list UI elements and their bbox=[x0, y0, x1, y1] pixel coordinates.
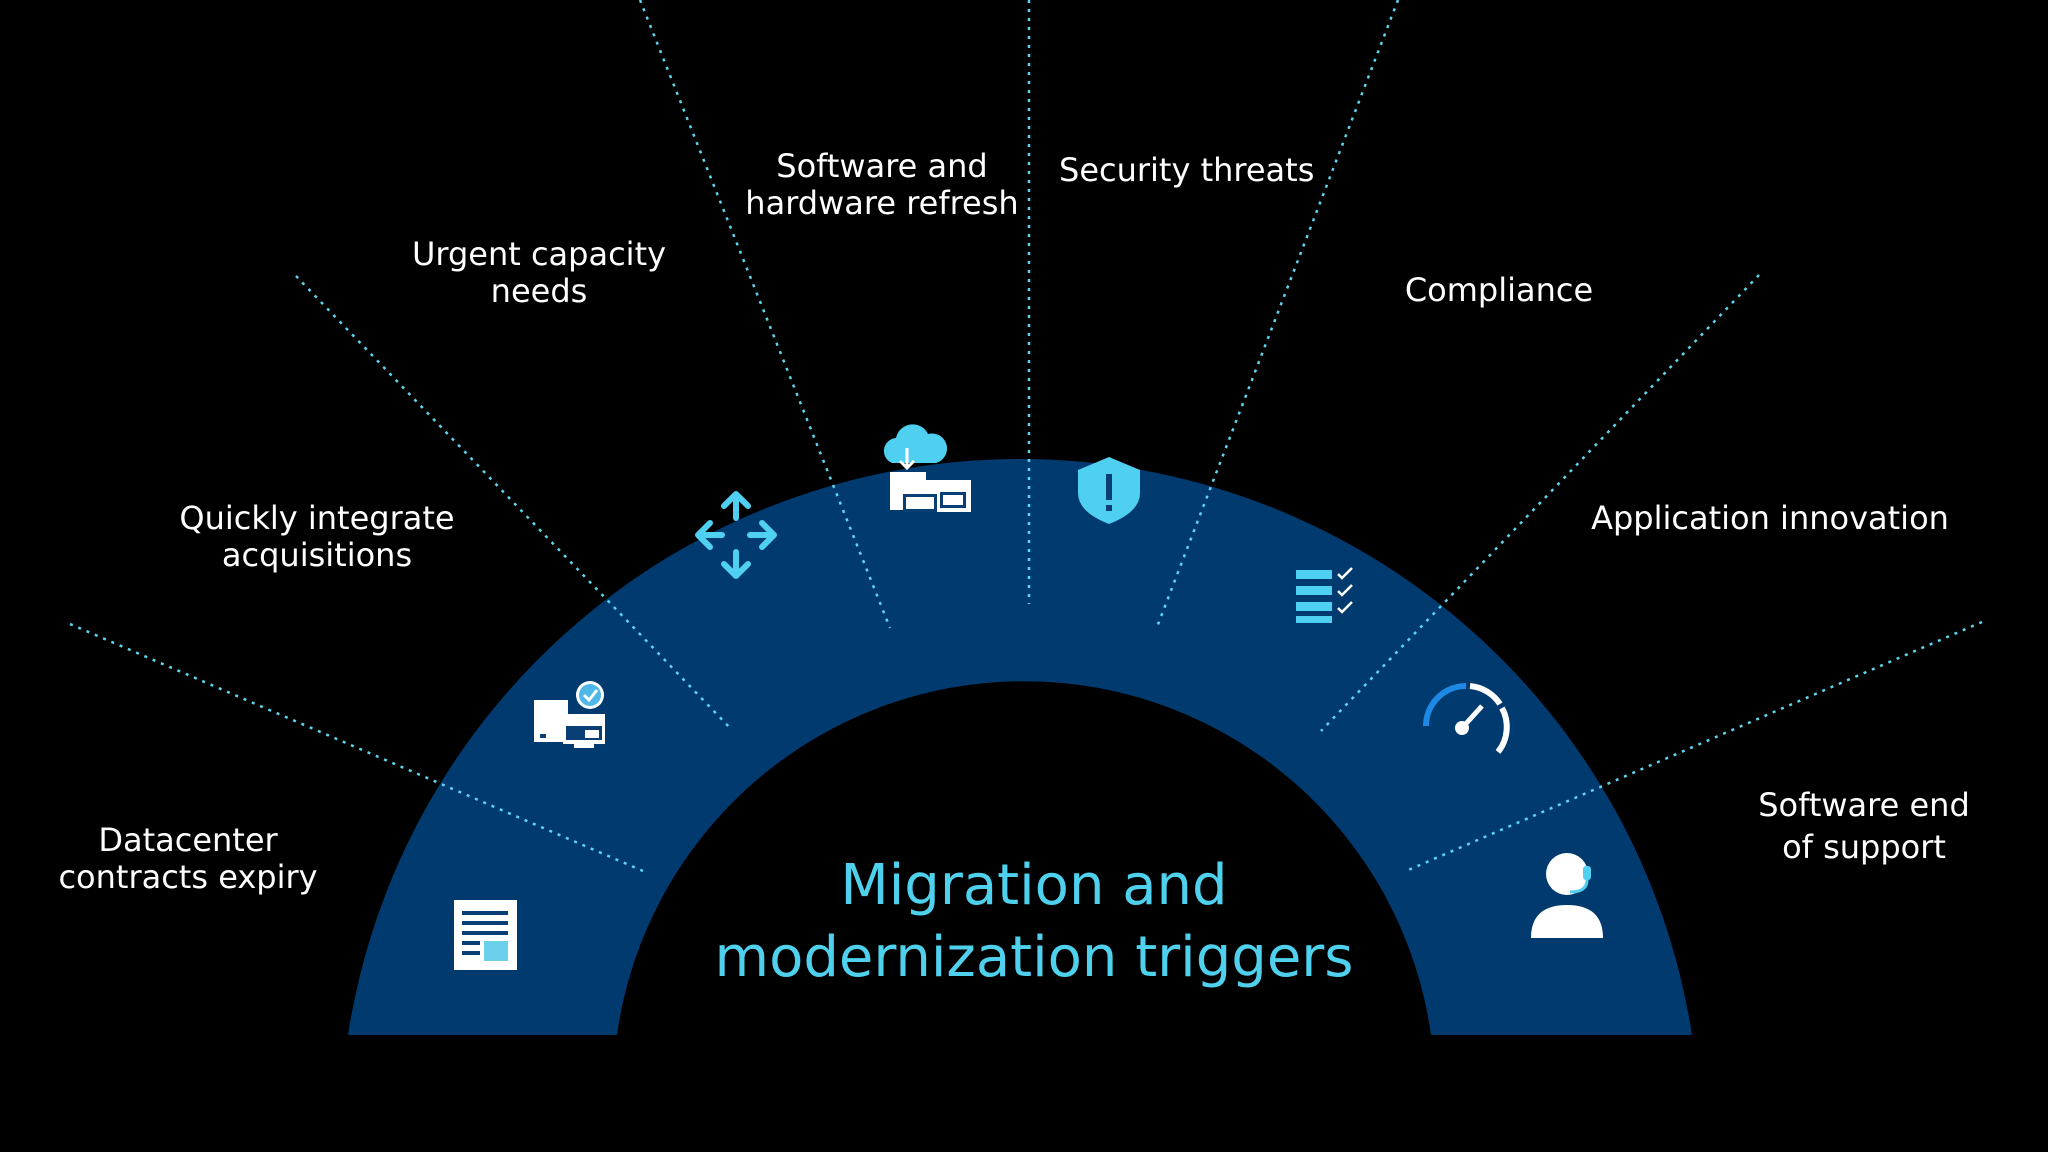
trigger-arc bbox=[348, 459, 1692, 1035]
document-icon bbox=[454, 900, 517, 970]
trigger-label-security: Security threats bbox=[1059, 151, 1315, 189]
shield-icon bbox=[1078, 457, 1140, 524]
support-agent-icon bbox=[1531, 853, 1603, 938]
divider-line bbox=[295, 275, 733, 731]
trigger-label-compliance: Compliance bbox=[1404, 271, 1594, 309]
trigger-label-innovation: Application innovation bbox=[1591, 499, 1949, 537]
move-arrows-icon bbox=[695, 491, 777, 579]
cloud-devices-icon bbox=[883, 424, 971, 512]
checklist-icon bbox=[1296, 567, 1353, 623]
divider-line bbox=[1405, 620, 1983, 873]
divider-line bbox=[1155, 0, 1400, 628]
devices-check-icon bbox=[534, 681, 605, 748]
dividers bbox=[69, 0, 1983, 873]
diagram-title: Migration and modernization triggers bbox=[714, 853, 1354, 990]
divider-line bbox=[1320, 274, 1760, 732]
speedometer-icon bbox=[1423, 683, 1510, 754]
